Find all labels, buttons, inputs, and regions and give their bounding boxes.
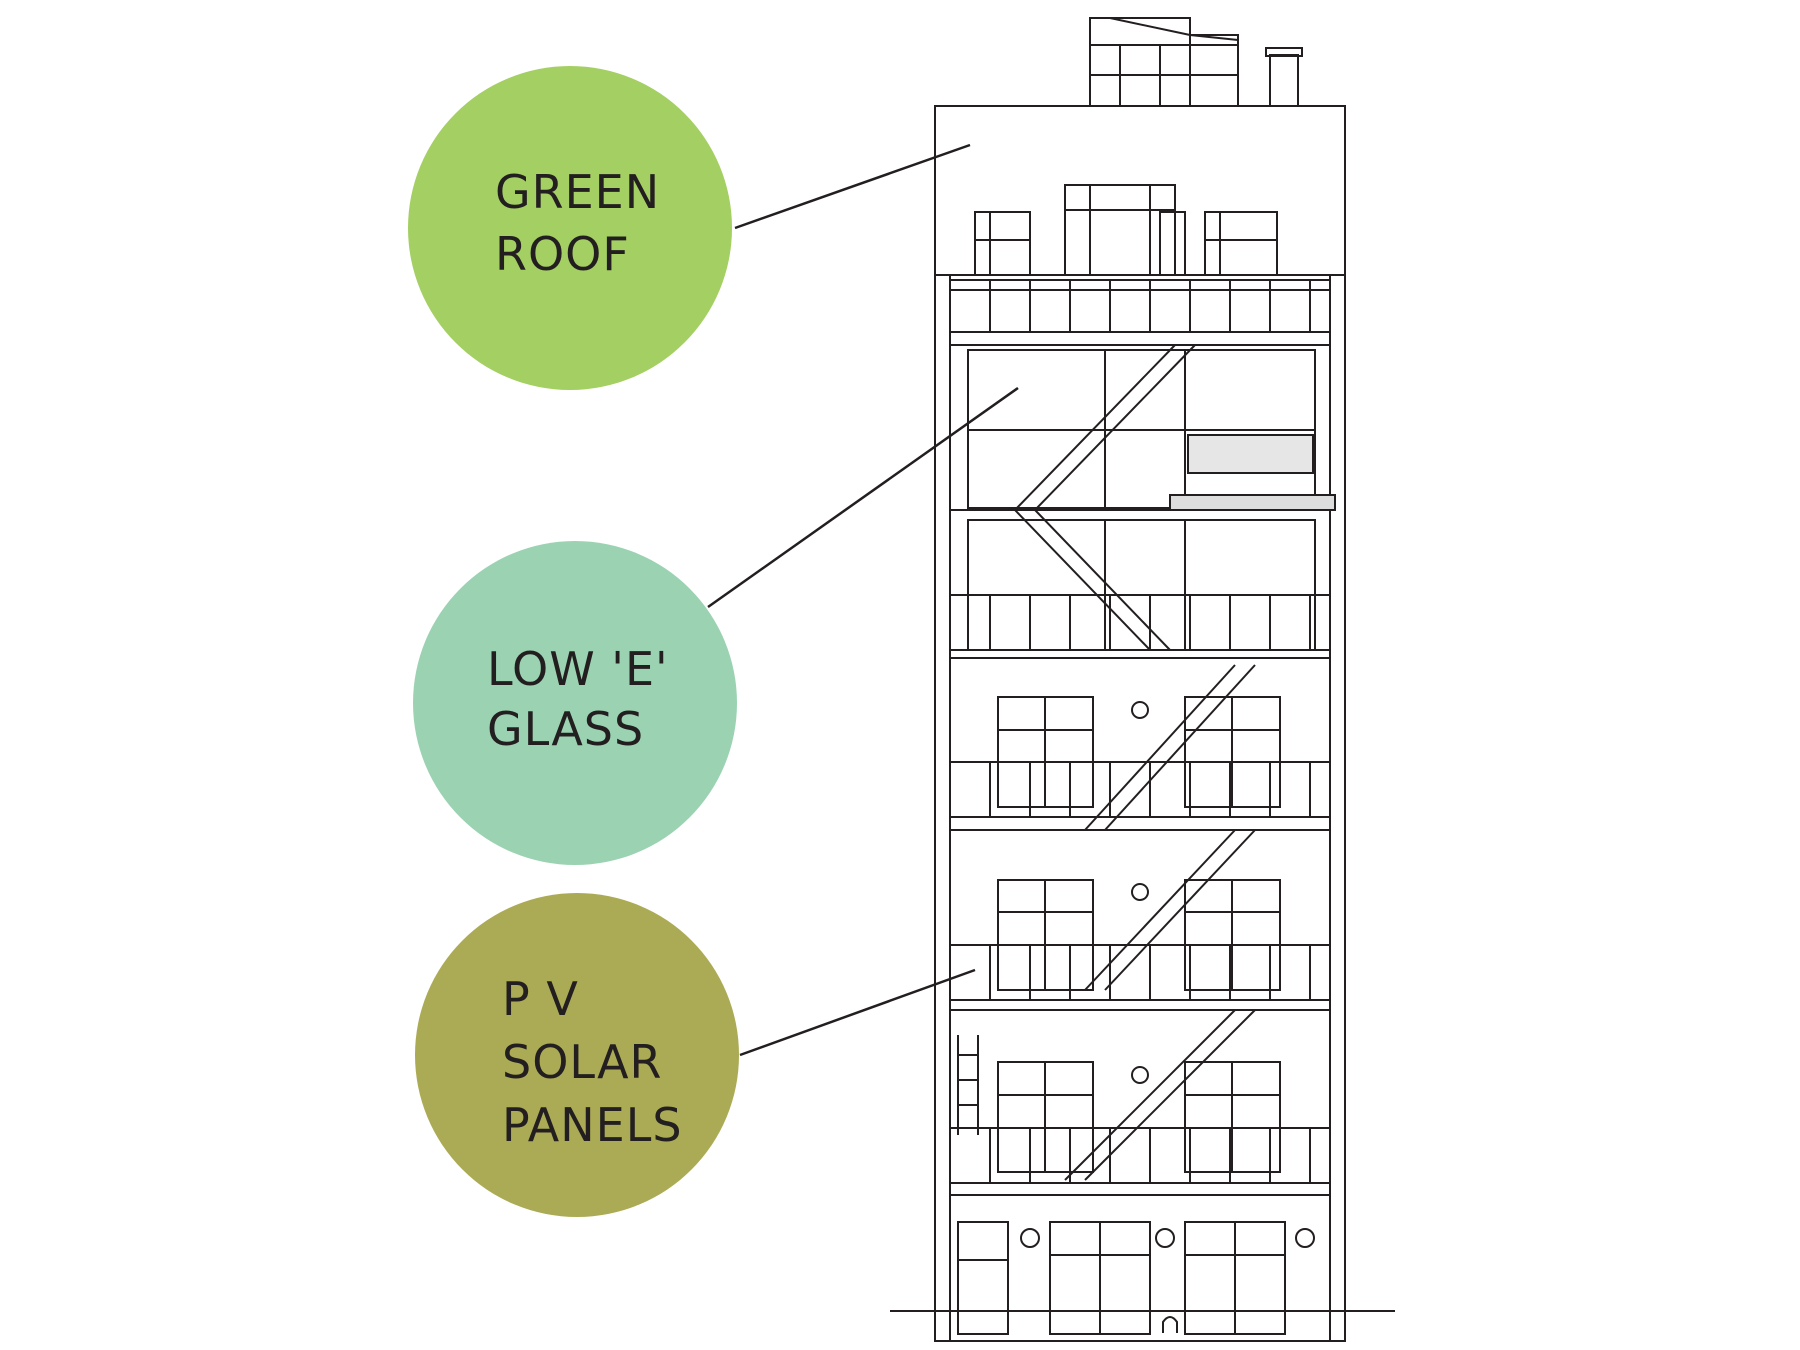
callout-low-e-glass: LOW 'E' GLASS xyxy=(413,386,1019,865)
pv-solar-panels-label: P V SOLAR PANELS xyxy=(502,972,683,1152)
green-roof-label-line-2: ROOF xyxy=(495,227,630,281)
low-e-glass-label-line-2: GLASS xyxy=(487,702,644,756)
building-drawing xyxy=(890,17,1395,1342)
glass-level xyxy=(950,349,1336,511)
roof-railing xyxy=(949,279,1331,346)
low-e-glass-label-line-1: LOW 'E' xyxy=(487,642,669,696)
ground-floor xyxy=(890,1221,1395,1335)
pv-solar-panels-label-line-3: PANELS xyxy=(502,1098,683,1152)
green-roof-label-line-1: GREEN xyxy=(495,165,660,219)
pv-solar-panels-label-line-1: P V xyxy=(502,972,579,1026)
callout-green-roof: GREEN ROOF xyxy=(408,66,971,390)
floor-3 xyxy=(949,696,1331,831)
low-e-glass-leader-line xyxy=(707,386,1019,609)
low-e-glass-circle xyxy=(413,541,737,865)
building-outline xyxy=(934,105,1346,1342)
pv-solar-panels-circle xyxy=(415,893,739,1217)
pv-solar-panels-leader-line xyxy=(739,968,976,1057)
low-e-glass-label: LOW 'E' GLASS xyxy=(487,642,684,756)
rooftop-greenhouse xyxy=(1089,17,1239,107)
green-roof-leader-line xyxy=(734,143,971,230)
top-level-windows xyxy=(974,184,1278,276)
rooftop-chimney xyxy=(1265,47,1303,107)
green-roof-circle xyxy=(408,66,732,390)
callout-pv-solar-panels: P V SOLAR PANELS xyxy=(415,893,976,1217)
floor-1 xyxy=(949,1035,1331,1196)
floor-2 xyxy=(949,879,1331,1011)
pv-solar-panels-label-line-2: SOLAR xyxy=(502,1035,663,1089)
green-roof-label: GREEN ROOF xyxy=(495,165,676,281)
floor-4 xyxy=(949,519,1331,659)
